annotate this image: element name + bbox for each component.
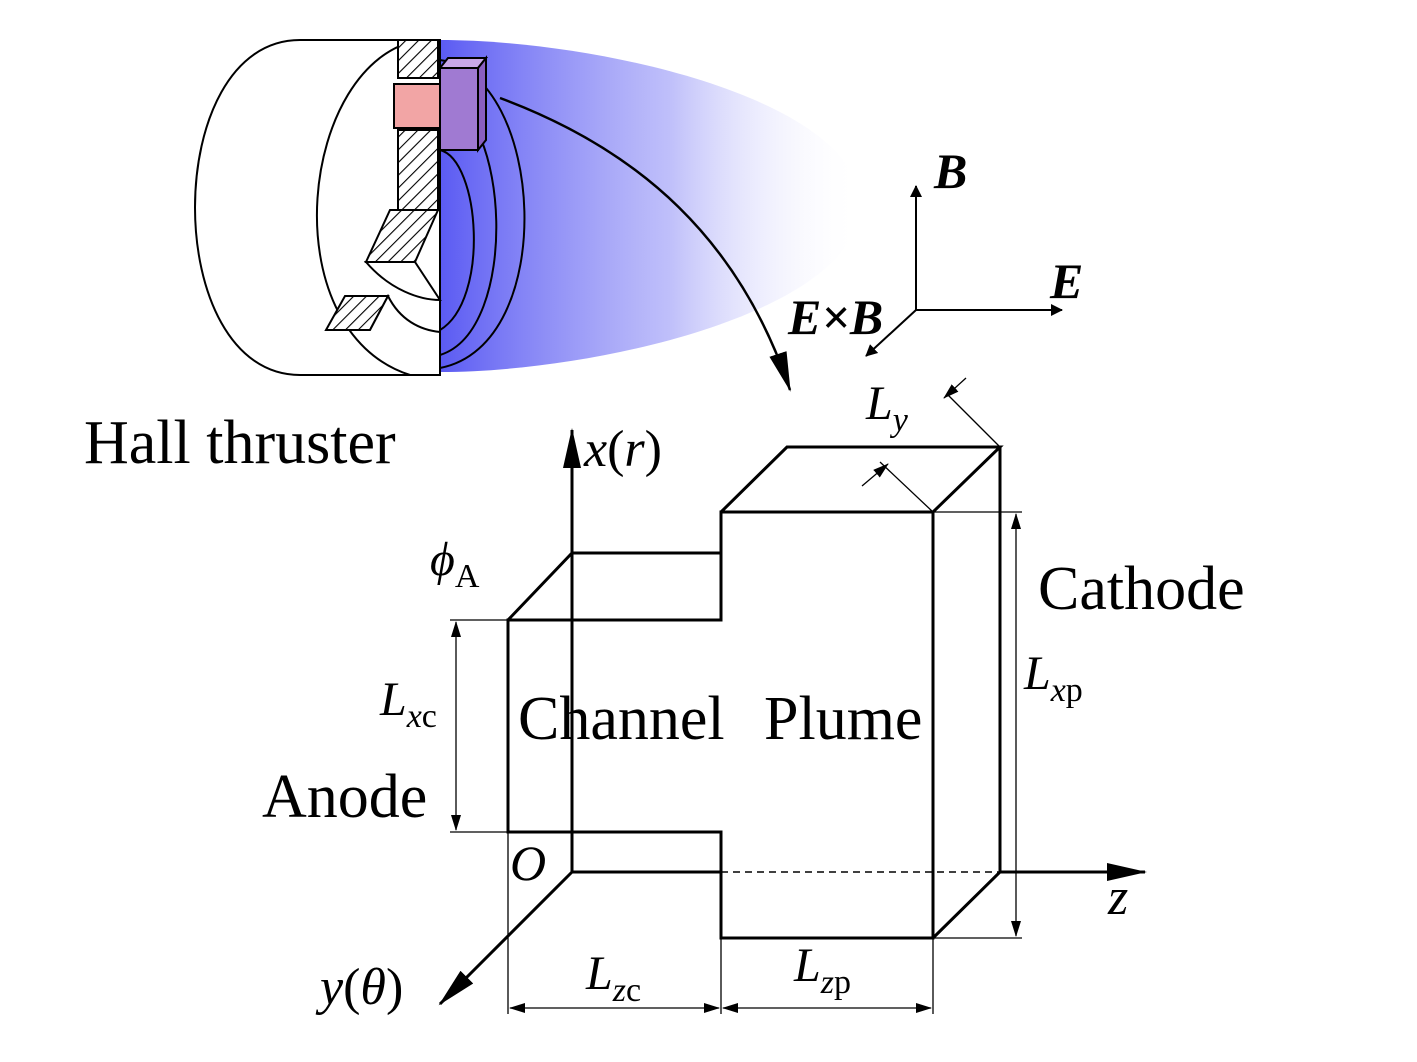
- x-axis-label: x(r): [584, 421, 662, 478]
- ly-label: Ly: [866, 377, 908, 439]
- y-axis-label: y(θ): [320, 959, 404, 1016]
- y-axis: [438, 870, 574, 1006]
- ring-1: [439, 149, 475, 331]
- channel-bottom-back: [570, 832, 721, 874]
- zoom-arrow: [499, 96, 792, 392]
- lxp-label: Lxp: [1024, 647, 1083, 709]
- z-axis-label: z: [1108, 869, 1129, 926]
- exb-axis: [865, 309, 917, 357]
- plume-top-depth: [719, 445, 1004, 514]
- anode-label: Anode: [262, 763, 428, 831]
- cathode-label: Cathode: [1038, 555, 1245, 623]
- inner-wall-hatch: [397, 129, 439, 211]
- simulation-domain: [438, 377, 1147, 1014]
- plume-label: Plume: [764, 685, 923, 753]
- pole-piece-lower-side: [369, 293, 441, 333]
- lzc-label: Lzc: [586, 947, 642, 1009]
- plume-glow: [440, 40, 860, 372]
- plume-side-depth: [931, 447, 1002, 940]
- lzp-label: Lzp: [794, 939, 851, 1001]
- field-triad: [865, 185, 1063, 357]
- channel-label: Channel: [518, 685, 725, 753]
- channel-top-depth: [506, 551, 721, 622]
- ly-ext-1: [947, 394, 1001, 448]
- hall-thruster-label: Hall thruster: [84, 409, 396, 477]
- e-field-label: E: [1050, 253, 1084, 309]
- lxc-label: Lxc: [380, 673, 437, 735]
- exb-label: E×B: [788, 289, 884, 345]
- ly-dim: [861, 463, 889, 487]
- outer-wall-hatch: [397, 39, 439, 79]
- origin-label: O: [510, 835, 547, 891]
- ly-ext-2: [879, 461, 934, 513]
- anode-potential-label: ϕA: [430, 533, 480, 595]
- ly-dim-2: [943, 377, 967, 399]
- b-field-label: B: [934, 143, 968, 199]
- channel-insert: [393, 83, 443, 129]
- thruster-inner-arc: [315, 39, 421, 376]
- domain-box-front: [439, 67, 479, 151]
- thruster-illustration: [194, 39, 860, 376]
- domain-box-side: [477, 55, 487, 153]
